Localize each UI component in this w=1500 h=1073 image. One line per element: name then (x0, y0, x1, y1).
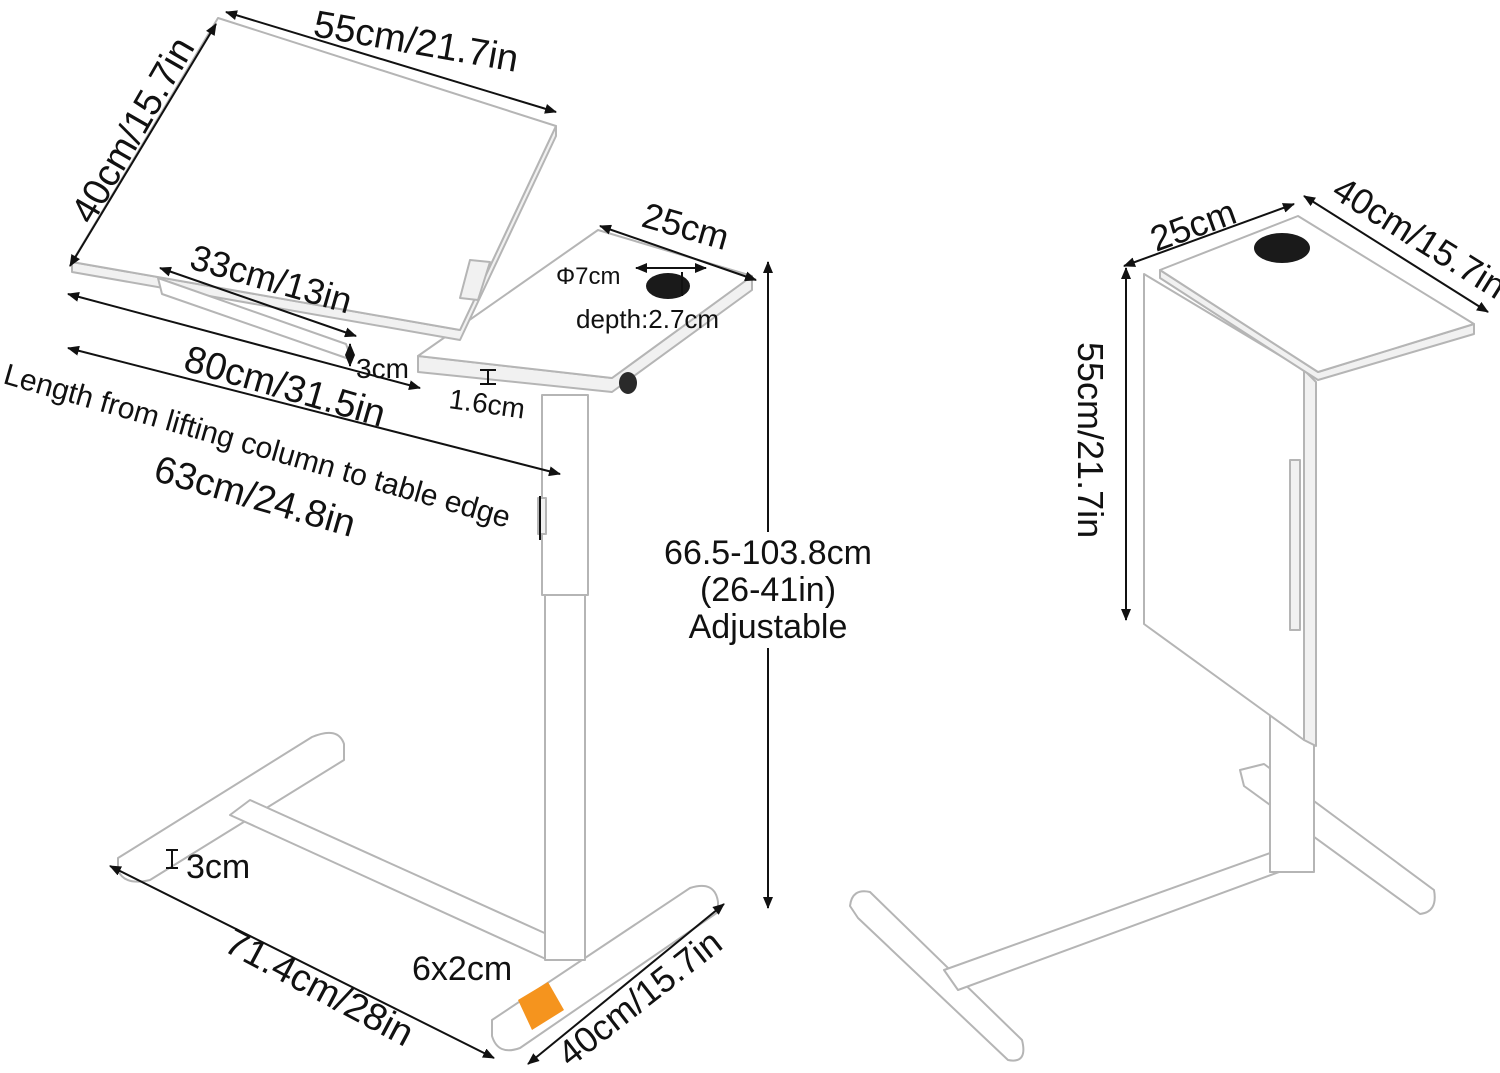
left-side-width-arrow (599, 224, 757, 282)
left-lifting-column-upper (541, 394, 589, 596)
left-adjust-knob (619, 372, 637, 394)
left-reach-arrow (67, 345, 561, 477)
right-folded-height-label: 55cm/21.7in (1070, 342, 1111, 538)
left-base-beam (229, 799, 561, 961)
left-height-label-background (650, 532, 886, 648)
left-desktop-depth-arrow (69, 23, 217, 267)
left-base-length-label: 71.4cm/28in (218, 921, 421, 1055)
left-ledge-height-label: 3cm (356, 353, 409, 384)
right-folded-desktop-edge (1303, 369, 1317, 747)
left-control-button (537, 497, 547, 535)
left-height-range-in: (26-41in) (700, 571, 836, 609)
right-base-beam (943, 847, 1291, 991)
right-cup-holder (1254, 233, 1310, 263)
left-board-thickness-label: 1.6cm (447, 383, 527, 424)
left-desktop-width-arrow (225, 10, 557, 114)
right-desktop-hinge (1289, 459, 1301, 631)
left-height-range: 66.5-103.8cm (664, 534, 872, 572)
left-base-length-arrow (109, 865, 495, 1059)
left-caster-pad-label: 6x2cm (412, 950, 512, 988)
right-side-width-arrow (1123, 203, 1295, 267)
left-foot-height-label: 3cm (186, 848, 250, 886)
left-desktop-support (459, 259, 491, 301)
left-cup-diameter-label: Φ7cm (556, 263, 621, 290)
left-height-note: Adjustable (689, 608, 848, 646)
left-base-width-arrow (527, 903, 725, 1065)
right-base-front-foot (849, 890, 1025, 1062)
left-cup-depth-label: depth:2.7cm (576, 304, 719, 334)
right-side-depth-arrow (1303, 195, 1489, 313)
right-desk-illustration (849, 215, 1475, 1062)
left-lifting-column-lower (544, 589, 586, 961)
left-cup-holder (646, 273, 690, 299)
